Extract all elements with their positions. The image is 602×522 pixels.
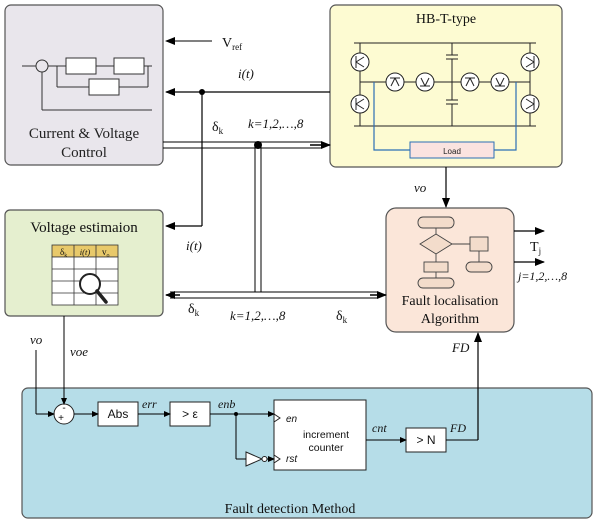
cnt-label: cnt (372, 421, 387, 435)
switch-s2 (350, 94, 370, 114)
not-gate-bubble (261, 456, 268, 462)
switch-s8 (490, 72, 510, 92)
voe-label: voe (70, 344, 88, 359)
flowchart-icon (417, 216, 493, 289)
en-clock-mark (273, 413, 281, 423)
switch-s3 (520, 52, 540, 72)
fault-loc-title: Fault localisation (402, 294, 499, 309)
control-title-2: Control (61, 145, 107, 161)
fault-det-title: Fault detection Method (225, 502, 356, 517)
fault-detection-block: Fault detection Method - + Abs > ε en rs… (21, 387, 593, 519)
switch-s6 (415, 72, 435, 92)
magnifier-icon (79, 273, 108, 304)
enb-label: enb (218, 397, 235, 411)
connections (35, 37, 545, 462)
fd-up-label: FD (451, 340, 470, 355)
load-box (409, 141, 495, 159)
counter-rst-label: rst (286, 454, 298, 465)
table-header-delta: δk (60, 247, 67, 259)
abs-label: Abs (108, 407, 129, 421)
control-schematic (22, 57, 152, 111)
counter-en-label: en (286, 414, 298, 425)
k-range-top-label: k=1,2,…,8 (248, 116, 304, 131)
table-header-vo: vo (102, 247, 110, 259)
it-mid-label: i(t) (186, 238, 202, 253)
it-top-label: i(t) (238, 66, 254, 81)
signal-labels: Vref i(t) δk k=1,2,…,8 i(t) vo Tj j=1,2,… (30, 36, 567, 435)
fault-loc-title-2: Algorithm (421, 312, 479, 327)
voltage-est-title: Voltage estimaion (30, 220, 138, 236)
hb-t-type-block: HB-T-type (329, 4, 563, 168)
delta-left-label: δk (188, 302, 200, 318)
table-header-current: i(t) (80, 247, 91, 257)
load-label: Load (443, 147, 461, 156)
hb-title: HB-T-type (416, 12, 476, 27)
control-block: Current & Voltage Control (4, 4, 164, 166)
control-title: Current & Voltage (29, 126, 140, 142)
counter-title-2: counter (308, 442, 344, 454)
err-label: err (142, 397, 157, 411)
it-junction-dot (199, 89, 205, 95)
threshold-label: > ε (182, 407, 198, 421)
switch-s4 (520, 94, 540, 114)
estimation-table: δk i(t) vo (51, 244, 119, 306)
n-compare-label: > N (416, 433, 435, 447)
delta-right-label: δk (336, 309, 348, 325)
counter-block (273, 399, 367, 471)
tj-label: Tj (530, 240, 541, 256)
switch-s5 (385, 72, 405, 92)
delta-top-label: δk (212, 120, 224, 136)
vref-label: Vref (222, 36, 242, 52)
n-compare-block (405, 427, 447, 453)
k-range-bottom-label: k=1,2,…,8 (230, 308, 286, 323)
enb-junction-dot (234, 412, 238, 416)
sum-minus-sign: - (62, 403, 65, 414)
delta-junction-dot (254, 141, 262, 149)
switch-s1 (350, 52, 370, 72)
vo-top-label: vo (414, 180, 427, 195)
threshold-block (169, 401, 211, 427)
voltage-estimation-block: Voltage estimaion δk i(t) vo (4, 209, 164, 317)
vo-left-label: vo (30, 332, 43, 347)
control-block-box (4, 4, 164, 166)
switch-s7 (460, 72, 480, 92)
sum-plus-sign: + (58, 413, 64, 424)
j-range-label: j=1,2,…,8 (516, 269, 567, 283)
counter-title: increment (303, 429, 349, 441)
rst-clock-mark (273, 454, 281, 464)
fd-right-label: FD (449, 421, 466, 435)
fault-localisation-block: Fault localisation Algorithm (385, 207, 515, 333)
